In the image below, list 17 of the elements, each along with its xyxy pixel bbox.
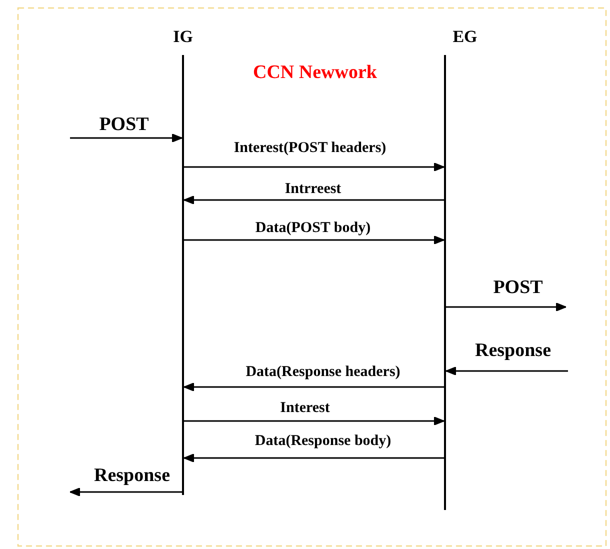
lifeline-label: EG	[452, 27, 478, 47]
edge-label: Interest(POST headers)	[232, 139, 388, 158]
edge-label: Data(POST body)	[253, 219, 373, 238]
lifeline-label: IG	[172, 27, 194, 47]
arrow	[446, 302, 566, 312]
arrow	[446, 366, 568, 376]
arrow	[70, 134, 182, 142]
arrow	[184, 162, 444, 172]
arrow	[184, 196, 444, 204]
edge-label: Data(Response headers)	[244, 363, 402, 382]
edge-label: Data(Response body)	[252, 432, 394, 451]
arrow	[70, 488, 182, 496]
arrow	[184, 416, 444, 426]
arrow	[184, 454, 444, 462]
arrow	[184, 236, 444, 244]
network-label: CCN Newwork	[252, 61, 378, 85]
arrow	[184, 382, 444, 392]
